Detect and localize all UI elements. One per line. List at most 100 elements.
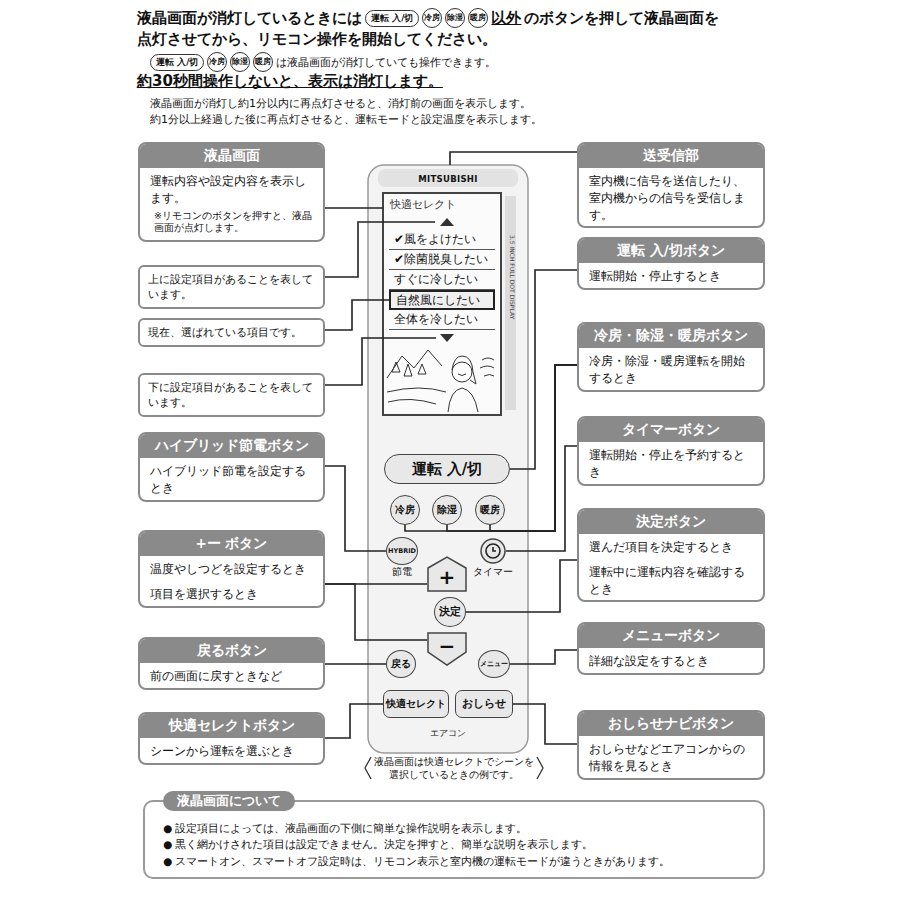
instruction-text: 液晶画面が消灯しているときには (137, 9, 362, 28)
screen-heading: 快適セレクト (390, 197, 456, 212)
leader-line (405, 365, 577, 531)
button-label: おしらせ (462, 697, 506, 711)
callout-box: +ー ボタン温度やしつどを設定するとき項目を選択するとき (138, 530, 325, 608)
leader-line (466, 560, 577, 612)
menu-button: メニュー (478, 650, 510, 678)
callout-text: 現在、選ばれている項目です。 (140, 320, 323, 345)
leader-line (325, 207, 383, 209)
callout-text: 下に設定項目があることを表しています。 (140, 375, 323, 415)
callout-box: メニューボタン詳細な設定をするとき (577, 622, 765, 675)
leader-line (325, 300, 389, 330)
callout-box: 快適セレクトボタンシーンから運転を選ぶとき (138, 712, 325, 765)
callout-heading: 冷房・除湿・暖房ボタン (579, 324, 763, 348)
text-row: 液晶画面が消灯し約1分以内に再点灯させると、消灯前の画面を表示します。 (150, 96, 531, 111)
callout-text: 室内機に信号を送信したり、室内機からの信号を受信します。 (579, 168, 763, 226)
instruction-text: 点灯させてから、リモコン操作を開始してください。 (137, 30, 497, 49)
panel-heading: 液晶画面について (163, 791, 295, 811)
leader-line (510, 650, 577, 664)
button-icon: 冷房 (422, 8, 442, 28)
callout-text: 前の画面に戻すときなど (140, 663, 323, 688)
callout-text: 上に設定項目があることを表しています。 (140, 267, 323, 307)
button-icon: 除湿 (445, 8, 465, 28)
instruction-text: 以外 (491, 9, 521, 28)
lcd-screen (383, 193, 501, 415)
callout-heading: 運転 入/切ボタン (579, 239, 763, 263)
button-icon: 冷房 (207, 52, 227, 72)
remote-control: MITSUBISHI 3.5 INCH FULL DOT DISPLAY エアコン 快… (368, 165, 528, 753)
back-button: 戻る (386, 650, 416, 678)
callout-box: ハイブリッド節電ボタンハイブリッド節電を設定するとき (138, 432, 325, 502)
bullet-text: ● 黒く網かけされた項目は設定できません。決定を押すと、簡単な説明を表示します。 (163, 836, 753, 852)
button-label: 戻る (391, 657, 411, 671)
button-label: 決定 (439, 605, 461, 619)
callout-text: 運転開始・停止を予約するとき (579, 442, 763, 484)
callout-box: 決定ボタン選んだ項目を決定するとき運転中に運転内容を確認するとき (577, 508, 765, 602)
text-row: 液晶画面が消灯しているときには運転 入/切冷房除湿暖房以外のボタンを押して液晶画… (137, 8, 719, 28)
instruction-text: のボタンを押して液晶画面を (524, 9, 719, 28)
heat-button: 暖房 (475, 495, 505, 525)
text-row: 約30秒間操作しないと、表示は消灯します。 (137, 72, 443, 91)
instruction-text: 液晶画面が消灯し約1分以内に再点灯させると、消灯前の画面を表示します。 (150, 96, 531, 111)
callout-box: 送受信部室内機に信号を送信したり、室内機からの信号を受信します。 (577, 142, 765, 228)
down-indicator (440, 334, 454, 342)
callout-text: 温度やしつどを設定するとき (140, 556, 323, 581)
minus-button: − (427, 632, 467, 666)
button-caption: 節電 (392, 565, 412, 579)
bullet-text: ● スマートオン、スマートオフ設定時は、リモコン表示と室内機の運転モードが違うと… (163, 853, 753, 869)
callout-box: 戻るボタン前の画面に戻すときなど (138, 637, 325, 690)
callout-heading: 快適セレクトボタン (140, 714, 323, 738)
leader-line (325, 584, 427, 640)
callout-heading: ハイブリッド節電ボタン (140, 434, 323, 458)
leader-line (325, 466, 386, 551)
timer-button: タイマー (480, 538, 506, 564)
leader-line (325, 704, 383, 738)
button-label: 冷房 (395, 503, 415, 517)
callout-box: おしらせナビボタンおしらせなどエアコンからの情報を見るとき (577, 710, 765, 780)
menu-item: 全体を冷したい (389, 310, 495, 330)
callout-box: 冷房・除湿・暖房ボタン冷房・除湿・暖房運転を開始するとき (577, 322, 765, 392)
plus-button: + (427, 556, 467, 592)
button-label: 運転 入/切 (412, 460, 483, 479)
display-caption: 3.5 INCH FULL DOT DISPLAY (509, 235, 516, 319)
callout-text: 選んだ項目を決定するとき (579, 534, 763, 559)
button-shape (480, 538, 506, 564)
remote-body (368, 165, 528, 753)
leader-line (447, 365, 577, 531)
callout-text: 運転中に運転内容を確認するとき (579, 559, 763, 601)
instruction-text: は液晶画面が消灯していても操作できます。 (276, 55, 496, 70)
note-box: 現在、選ばれている項目です。 (138, 318, 325, 347)
up-indicator (440, 218, 454, 226)
text-row: 点灯させてから、リモコン操作を開始してください。 (137, 30, 497, 49)
instruction-text: 約30秒間操作しないと、表示は消灯します。 (137, 72, 443, 91)
text-row: 液晶画面は快適セレクトでシーンを選択しているときの例です。 (374, 756, 534, 782)
menu-item: ✔除菌脱臭したい (389, 250, 495, 270)
comfort-select-button: 快適セレクト (383, 690, 449, 718)
text-row: 運転 入/切冷房除湿暖房は液晶画面が消灯していても操作できます。 (150, 52, 496, 72)
menu-item-text: 全体を冷したい (389, 311, 478, 328)
callout-text: 運転開始・停止するとき (579, 263, 763, 288)
callout-heading: 決定ボタン (579, 510, 763, 534)
menu-item-selected: 自然風にしたい (389, 290, 495, 310)
callout-heading: メニューボタン (579, 624, 763, 648)
hybrid-button: HYBRID節電 (386, 537, 418, 565)
button-icon: 運転 入/切 (150, 54, 204, 71)
brand-name: MITSUBISHI (368, 174, 528, 184)
leader-line (506, 446, 577, 551)
callout-box: タイマーボタン運転開始・停止を予約するとき (577, 416, 765, 486)
caption-brackets (365, 757, 543, 779)
menu-item-text: ✔風をよけたい (389, 231, 476, 248)
power-button: 運転 入/切 (384, 454, 510, 484)
button-icon: 暖房 (253, 52, 273, 72)
button-icon: 除湿 (230, 52, 250, 72)
info-button: おしらせ (455, 690, 513, 718)
button-label: 除湿 (437, 503, 457, 517)
instruction-text: 約1分以上経過した後に再点灯させると、運転モードと設定温度を表示します。 (150, 112, 542, 127)
product-label: エアコン (368, 727, 528, 740)
callout-text: 項目を選択するとき (140, 581, 323, 606)
notes-panel: 液晶画面について● 設定項目によっては、液晶画面の下側に簡単な操作説明を表示しま… (143, 800, 765, 879)
leader-line (510, 270, 577, 469)
note-box: 下に設定項目があることを表しています。 (138, 373, 325, 417)
enter-button: 決定 (434, 597, 466, 627)
button-icon: 暖房 (468, 8, 488, 28)
